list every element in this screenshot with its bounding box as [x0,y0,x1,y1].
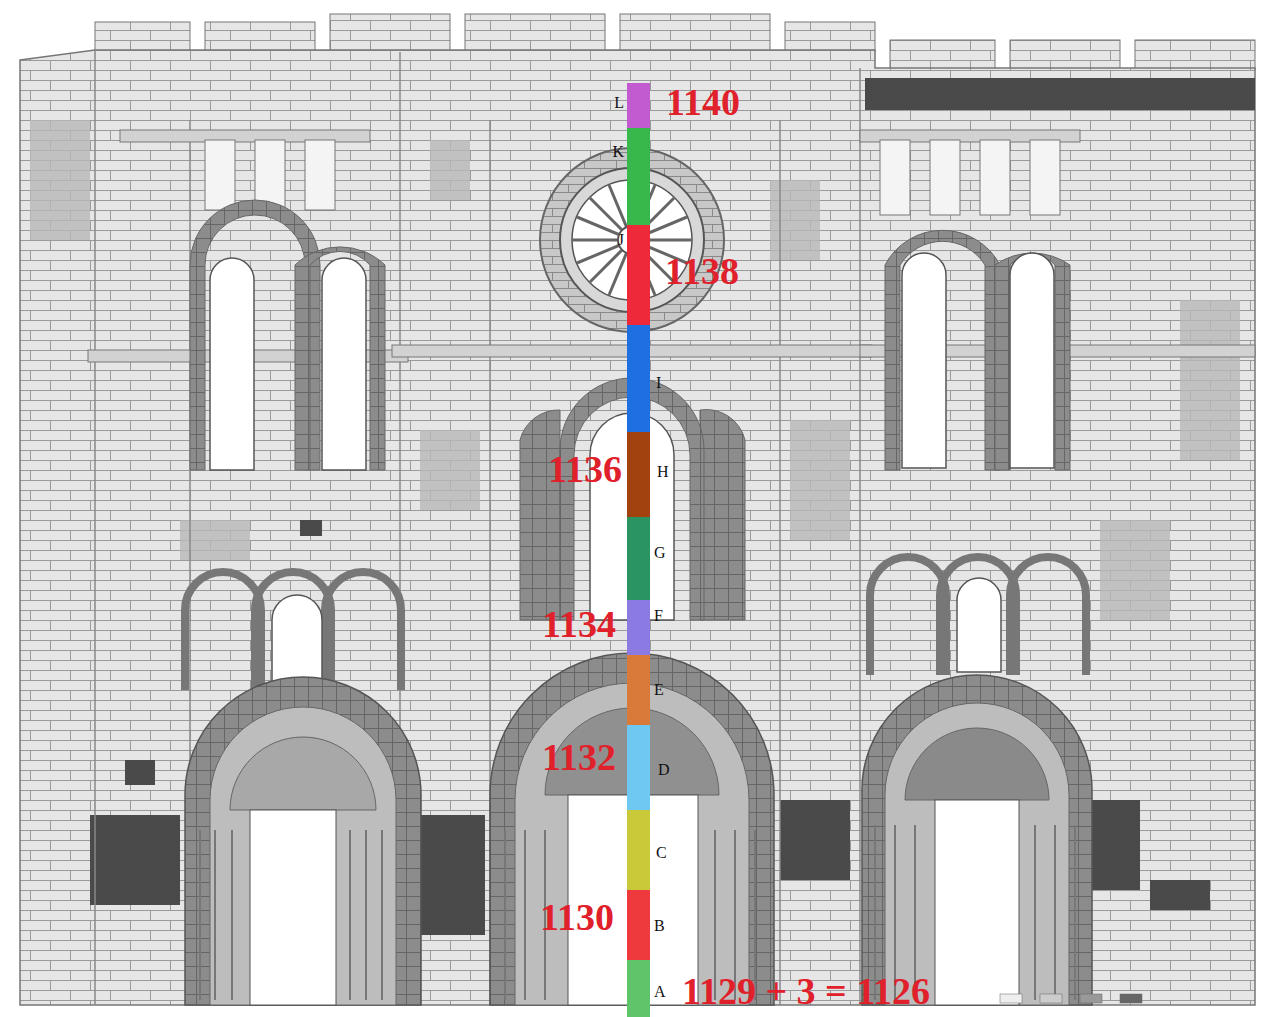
date-label: 1134 [542,604,616,646]
date-label: 1129 + 3 = 1126 [682,971,930,1013]
phase-letter: G [654,544,666,562]
phase-letter: I [656,374,661,392]
phase-letter: D [658,761,670,779]
date-label: 1130 [540,897,614,939]
phase-letter: K [612,143,624,161]
phase-letter: E [654,681,664,699]
phase-letter: C [656,844,667,862]
phase-letter: J [618,231,624,249]
phase-letter: L [614,94,624,112]
date-label: 1132 [542,737,616,779]
date-label: 1136 [548,449,622,491]
date-label: 1140 [666,82,740,124]
phase-letter: H [657,463,669,481]
phase-letter: B [654,917,665,935]
phase-letter: F [654,607,663,625]
date-label: 1138 [665,251,739,293]
phase-letter: A [654,983,666,1001]
